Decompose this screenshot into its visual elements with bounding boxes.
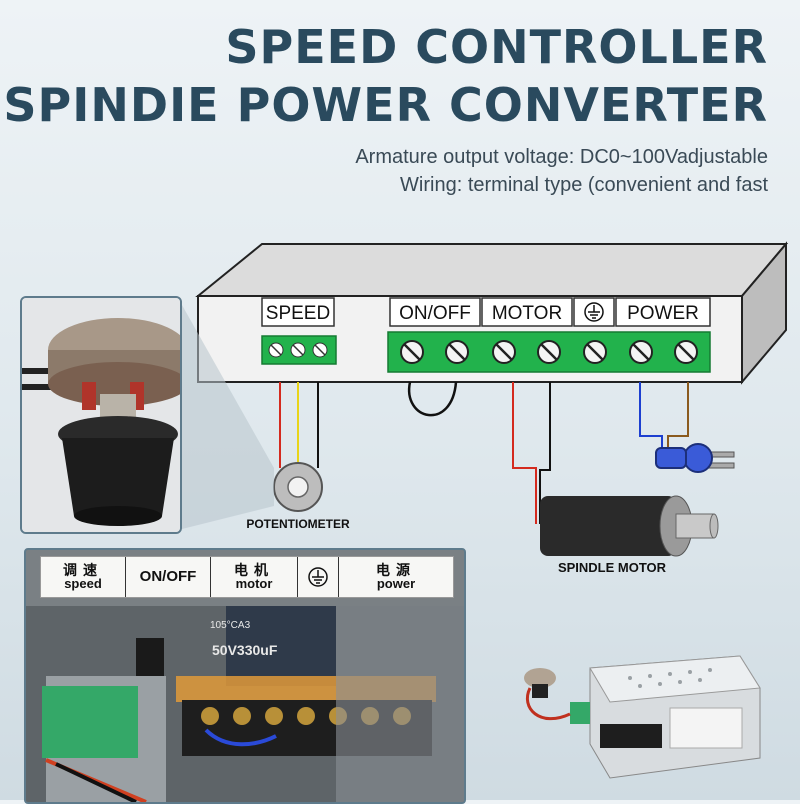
strip-speed-cn: 调速	[63, 562, 103, 578]
strip-onoff-text: ON/OFF	[139, 568, 197, 585]
subtitle-wiring: Wiring: terminal type (convenient and fa…	[400, 174, 768, 196]
spindle-motor-icon	[540, 495, 719, 557]
ground-symbol-icon	[584, 302, 604, 322]
title-line-1: SPEED CONTROLLER	[225, 20, 768, 74]
terminal-label-strip: 调速 speed ON/OFF 电机 motor 电源 power	[40, 556, 454, 598]
main-terminal-block	[387, 331, 711, 373]
power-plug-icon	[655, 443, 735, 473]
potentiometer-label: POTENTIOMETER	[246, 517, 350, 531]
strip-motor-en: motor	[235, 576, 273, 591]
spindle-motor-label: SPINDLE MOTOR	[558, 560, 667, 575]
potentiometer-icon	[273, 462, 323, 512]
label-speed: SPEED	[266, 303, 330, 324]
label-power: POWER	[627, 303, 699, 324]
strip-speed-en: speed	[64, 576, 102, 591]
label-onoff: ON/OFF	[399, 303, 471, 324]
callout-wedge	[178, 298, 274, 530]
potentiometer-photo	[20, 296, 182, 534]
capacitor-rating: 50V330uF	[212, 642, 278, 658]
ground-symbol-icon	[308, 567, 328, 587]
terminal-labels: SPEED ON/OFF MOTOR POWER	[261, 297, 711, 327]
strip-motor: 电机 motor	[211, 557, 298, 597]
title-line-2: SPINDIE POWER CONVERTER	[3, 78, 768, 132]
label-motor: MOTOR	[492, 303, 562, 324]
strip-power: 电源 power	[339, 557, 453, 597]
strip-speed: 调速 speed	[41, 557, 126, 597]
strip-motor-cn: 电机	[234, 562, 274, 578]
capacitor-brand: 105°CA3	[210, 620, 251, 631]
strip-power-cn: 电源	[376, 562, 416, 578]
strip-power-en: power	[376, 576, 416, 591]
subtitle-voltage: Armature output voltage: DC0~100Vadjusta…	[355, 146, 768, 168]
strip-onoff: ON/OFF	[126, 557, 211, 597]
speed-connector	[261, 335, 337, 365]
product-thumbnail	[524, 655, 761, 779]
strip-ground	[298, 557, 339, 597]
